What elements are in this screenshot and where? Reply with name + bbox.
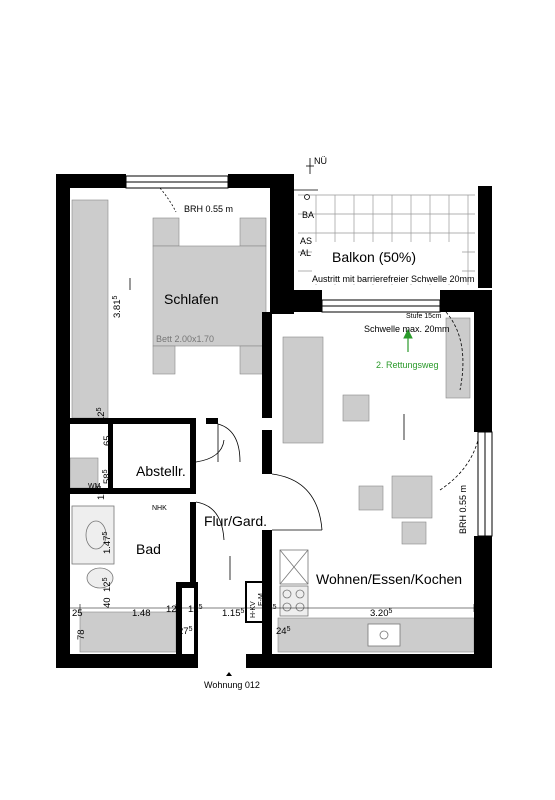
windows (125, 175, 493, 537)
dim-320: 3.205 (370, 608, 393, 619)
annotation-as: AS (300, 236, 312, 246)
rettungsweg-arrow (403, 328, 413, 352)
annotation-stufe: Stufe 15cm (406, 313, 442, 320)
annotation-balkon-note: Austritt mit barrierefreier Schwelle 20m… (312, 274, 475, 284)
walls (56, 174, 492, 668)
dim-27: 275 (178, 626, 193, 637)
stove (279, 585, 309, 617)
coffee-table (342, 394, 370, 422)
nightstand-right (239, 345, 267, 375)
dining-table (391, 475, 433, 519)
dim-148: 1.48 (132, 608, 151, 619)
entrance-marker-icon (226, 672, 232, 676)
room-label-schlafen: Schlafen (164, 291, 218, 307)
room-label-flur: Flur/Gard. (204, 513, 267, 529)
door-swings (159, 187, 479, 541)
bath-fixtures (71, 505, 401, 647)
dim-20-mid: 205 (262, 604, 277, 615)
dim-12-b: 125 (96, 485, 107, 500)
dim-12-a: 125 (96, 407, 107, 422)
annotation-wohnung: Wohnung 012 (204, 680, 260, 690)
nue-marker (294, 158, 318, 200)
chair-1 (358, 485, 384, 511)
annotation-ba: BA (302, 210, 314, 220)
chair-2 (401, 521, 427, 545)
dim-147: 1.475 (102, 532, 113, 555)
nightstand-left (152, 345, 176, 375)
annotation-brh-top: BRH 0.55 m (184, 204, 233, 214)
annotation-bett: Bett 2.00x1.70 (156, 334, 214, 344)
balcony-label-bg (312, 242, 462, 272)
toilet (86, 567, 114, 589)
room-arrows (129, 278, 405, 580)
annotation-brh-right: BRH 0.55 m (458, 485, 468, 534)
dim-115: 1.155 (222, 608, 245, 619)
tv-cabinet (445, 317, 471, 399)
annotation-em: E-M (258, 593, 265, 606)
dim-20-left: 20 (58, 608, 69, 619)
annotation-schwelle: Schwelle max. 20mm (364, 324, 450, 334)
room-label-abstellr: Abstellr. (136, 463, 186, 479)
dimension-lines (59, 604, 490, 612)
wardrobe (71, 199, 109, 419)
dim-65: 65 (102, 435, 113, 446)
bed-pillow-right (239, 217, 267, 247)
dim-125-a: 125 (166, 604, 181, 615)
annotation-rettungsweg: 2. Rettungsweg (376, 360, 439, 370)
bed-pillow-left (152, 217, 180, 247)
washing-machine (69, 457, 99, 489)
annotation-nhk: NHK (152, 505, 167, 512)
dim-40-right: 40 (478, 608, 489, 619)
dim-24: 245 (276, 626, 291, 637)
dim-40: 40 (102, 597, 113, 608)
dim-58: 585 (102, 469, 113, 484)
dim-12-c: 125 (102, 577, 113, 592)
annotation-hkv: H-KV (250, 601, 257, 618)
dim-78: 78 (76, 629, 87, 640)
annotation-nue: NÜ (314, 156, 327, 166)
dim-25: 25 (72, 608, 83, 619)
room-label-bad: Bad (136, 541, 161, 557)
kitchen-sink (367, 623, 401, 647)
sink (85, 520, 107, 550)
room-label-balkon: Balkon (50%) (332, 249, 416, 265)
bathtub-area (79, 611, 177, 653)
annotation-al: AL (300, 248, 311, 258)
annotation-wm: WM (88, 483, 101, 490)
room-label-wohnen: Wohnen/Essen/Kochen (316, 571, 462, 587)
furniture (69, 199, 475, 653)
sofa (282, 336, 324, 444)
dim-125-b: 125 (188, 604, 203, 615)
balcony-note-bg (312, 272, 462, 284)
bed (152, 245, 267, 347)
dim-381: 3.815 (112, 296, 123, 319)
